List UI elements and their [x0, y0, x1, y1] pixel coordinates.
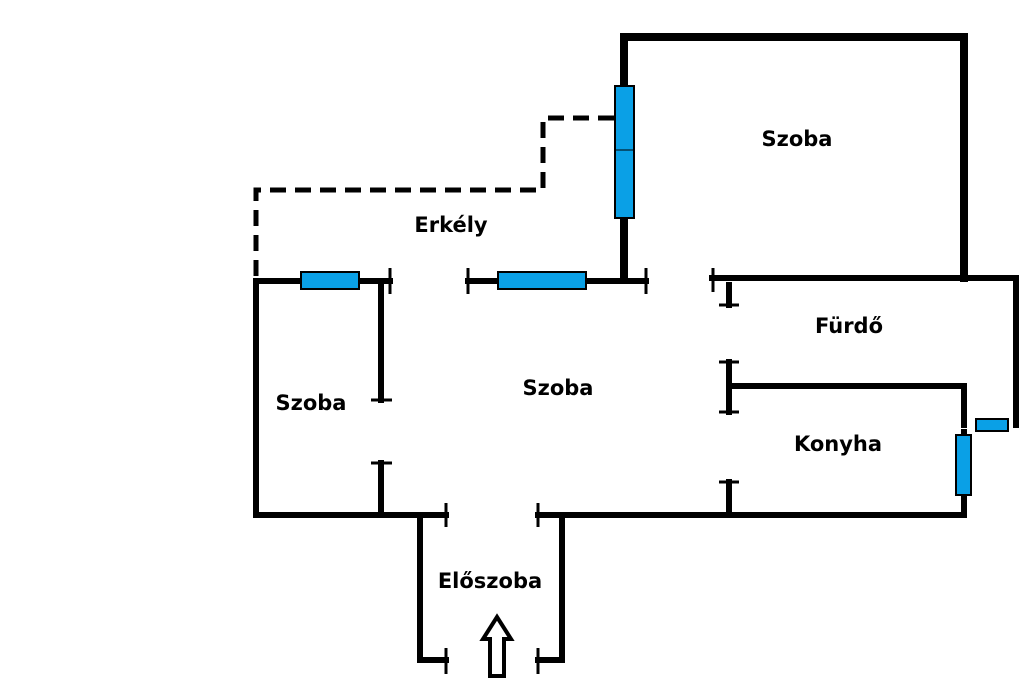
wall-hall-right — [535, 512, 565, 663]
room-label-erkely: Erkély — [414, 213, 488, 237]
wall-large-room — [620, 33, 968, 282]
wall-bath-outer — [709, 275, 1019, 428]
balcony-outline — [253, 115, 616, 276]
room-label-furdo: Fürdő — [815, 314, 883, 338]
window — [300, 271, 360, 290]
room-label-szoba-center: Szoba — [523, 376, 594, 400]
wall-hall-left — [417, 512, 449, 663]
room-label-eloszoba: Előszoba — [438, 569, 542, 593]
balcony-dashed-line — [253, 115, 616, 276]
window — [955, 434, 972, 496]
room-label-szoba-left: Szoba — [276, 391, 347, 415]
window — [497, 271, 587, 290]
window — [975, 418, 1009, 432]
room-label-konyha: Konyha — [794, 432, 882, 456]
wall-bath-kitchen — [728, 383, 967, 428]
windows — [300, 85, 1009, 496]
window — [614, 85, 635, 219]
room-label-szoba-large: Szoba — [762, 127, 833, 151]
up-arrow-icon — [479, 613, 515, 678]
door-stops — [371, 268, 739, 674]
